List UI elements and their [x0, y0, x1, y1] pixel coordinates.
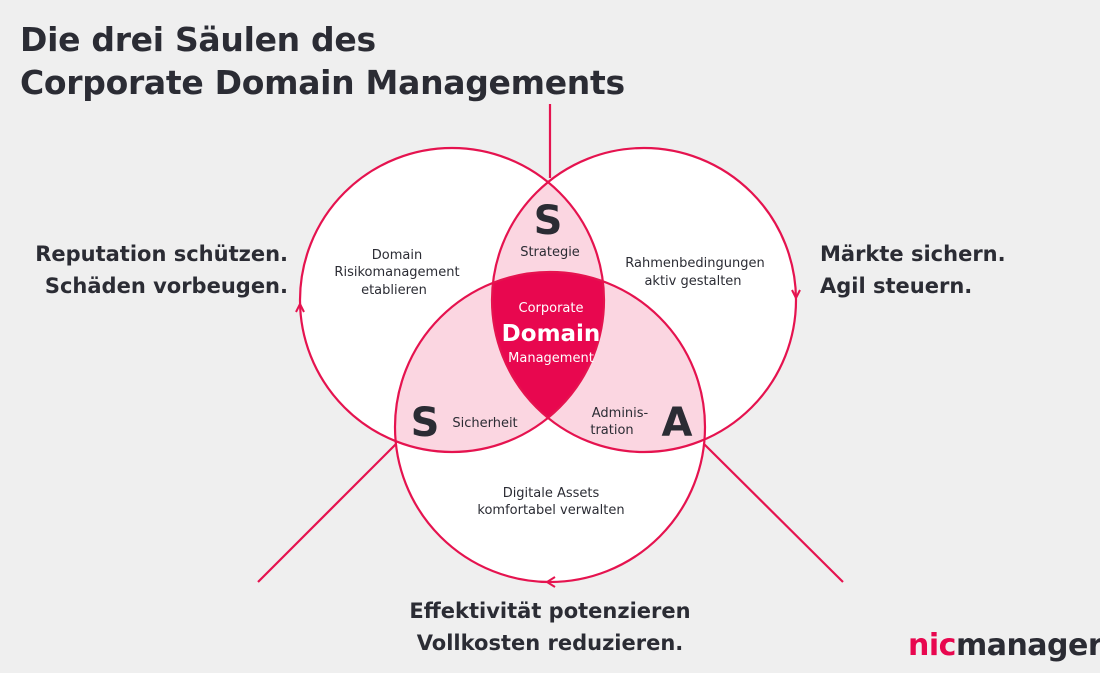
right-circle-text-1: Rahmenbedingungen	[625, 256, 764, 271]
outer-right-line-1: Märkte sichern.	[820, 242, 1006, 266]
outer-right-line-2: Agil steuern.	[820, 274, 973, 298]
outer-bottom-line-1: Effektivität potenzieren	[409, 599, 691, 623]
center-text-3: Management	[508, 351, 594, 366]
bottom-circle-text-1: Digitale Assets	[503, 486, 600, 501]
circle-left-outline	[298, 146, 606, 454]
administration-letter: A	[662, 400, 693, 446]
administration-label-1: Adminis-	[592, 406, 649, 421]
arrow-up-icon	[295, 301, 305, 313]
center-text-1: Corporate	[519, 301, 584, 316]
security-letter: S	[411, 400, 440, 446]
page-title: Die drei Säulen des Corporate Domain Man…	[20, 18, 625, 104]
administration-label-2: tration	[590, 423, 633, 438]
left-circle-text-3: etablieren	[361, 283, 427, 298]
right-circle-text-2: aktiv gestalten	[644, 274, 741, 289]
outer-text-left: Reputation schützen. Schäden vorbeugen.	[35, 238, 288, 302]
logo-part-nic: nic	[908, 628, 956, 663]
left-circle-text-2: Risikomanagement	[334, 265, 459, 280]
logo-part-manager: manager	[955, 628, 1100, 663]
arrow-down-icon	[791, 289, 801, 301]
nicmanager-logo: nicmanager	[908, 628, 1100, 663]
outer-text-bottom: Effektivität potenzieren Vollkosten redu…	[0, 595, 1100, 659]
outer-left-line-1: Reputation schützen.	[35, 242, 288, 266]
bottom-circle-text-2: komfortabel verwalten	[477, 503, 624, 518]
outer-left-line-2: Schäden vorbeugen.	[44, 274, 288, 298]
strategy-label: Strategie	[520, 245, 580, 260]
right-connector-line	[702, 442, 844, 583]
circle-bottom-outline	[393, 270, 707, 584]
arrow-left-icon	[545, 576, 556, 588]
left-circle-text-1: Domain	[372, 248, 422, 263]
center-text-2: Domain	[502, 321, 601, 347]
left-connector-line	[257, 442, 398, 583]
outer-text-right: Märkte sichern. Agil steuern.	[820, 238, 1006, 302]
outer-bottom-line-2: Vollkosten reduzieren.	[416, 631, 684, 655]
title-line-2: Corporate Domain Managements	[20, 63, 625, 102]
security-label: Sicherheit	[452, 416, 517, 431]
strategy-letter: S	[534, 198, 563, 244]
title-line-1: Die drei Säulen des	[20, 20, 376, 59]
